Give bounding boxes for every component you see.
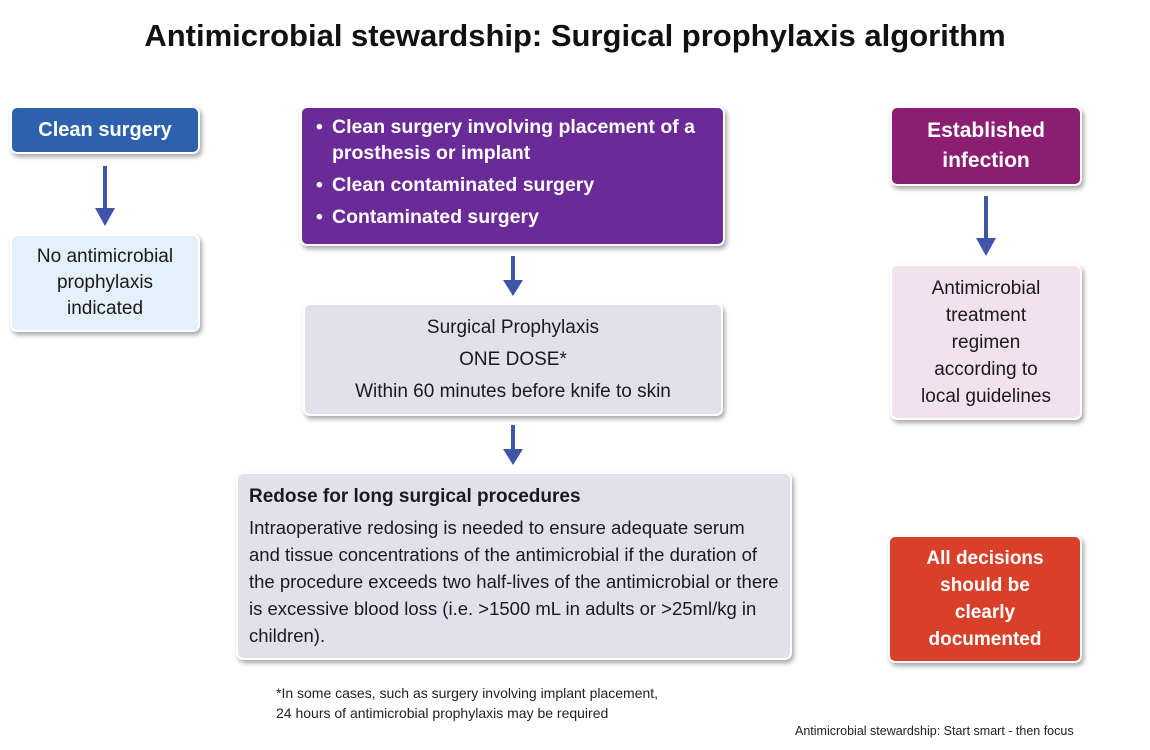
surgery-type-item: Contaminated surgery xyxy=(310,204,711,230)
footnote-line: 24 hours of antimicrobial prophylaxis ma… xyxy=(276,705,609,721)
treatment-line: local guidelines xyxy=(921,385,1051,407)
no-prophylaxis-line: prophylaxis xyxy=(56,272,154,293)
surgery-type-item: Clean contaminated surgery xyxy=(310,172,711,198)
page-title: Antimicrobial stewardship: Surgical prop… xyxy=(144,18,1006,53)
clean-surgery-label: Clean surgery xyxy=(38,118,172,141)
treatment-line: treatment xyxy=(945,304,1027,326)
no-prophylaxis-line: No antimicrobial xyxy=(36,246,174,267)
arrow-down-icon xyxy=(503,425,523,465)
surgery-types-list: Clean surgery involving placement of a p… xyxy=(310,114,711,230)
prophylaxis-timing: Within 60 minutes before knife to skin xyxy=(355,380,671,402)
surgery-type-item: Clean surgery involving placement of a p… xyxy=(310,114,711,166)
established-infection-box: Established infection xyxy=(890,106,1082,186)
established-infection-line: infection xyxy=(942,149,1030,172)
decisions-documented-box: All decisions should be clearly document… xyxy=(888,535,1082,663)
treatment-regimen-box: Antimicrobial treatment regimen accordin… xyxy=(890,264,1082,420)
established-infection-line: Established xyxy=(927,119,1045,142)
arrow-down-icon xyxy=(503,256,523,296)
no-prophylaxis-box: No antimicrobial prophylaxis indicated xyxy=(10,234,200,332)
surgery-types-box: Clean surgery involving placement of a p… xyxy=(300,106,725,246)
surgical-prophylaxis-box: Surgical Prophylaxis ONE DOSE* Within 60… xyxy=(303,303,723,416)
arrow-down-icon xyxy=(976,196,996,256)
redose-title: Redose for long surgical procedures xyxy=(249,486,581,507)
treatment-line: according to xyxy=(934,358,1038,380)
decisions-line: All decisions xyxy=(926,548,1044,569)
no-prophylaxis-line: indicated xyxy=(66,298,144,319)
source-caption: Antimicrobial stewardship: Start smart -… xyxy=(795,724,1074,738)
decisions-line: should be xyxy=(940,575,1030,596)
prophylaxis-dose: ONE DOSE* xyxy=(459,348,567,370)
footnote-line: *In some cases, such as surgery involvin… xyxy=(276,685,659,701)
arrow-down-icon xyxy=(95,166,115,226)
redose-body: Intraoperative redosing is needed to ens… xyxy=(249,517,779,646)
prophylaxis-heading: Surgical Prophylaxis xyxy=(426,316,600,338)
decisions-line: clearly xyxy=(954,602,1016,623)
treatment-line: Antimicrobial xyxy=(931,277,1041,299)
clean-surgery-box: Clean surgery xyxy=(10,106,200,154)
redose-box: Redose for long surgical procedures Intr… xyxy=(236,472,792,660)
footnote: *In some cases, such as surgery involvin… xyxy=(276,683,658,723)
treatment-line: regimen xyxy=(951,331,1021,353)
decisions-line: documented xyxy=(928,629,1042,650)
